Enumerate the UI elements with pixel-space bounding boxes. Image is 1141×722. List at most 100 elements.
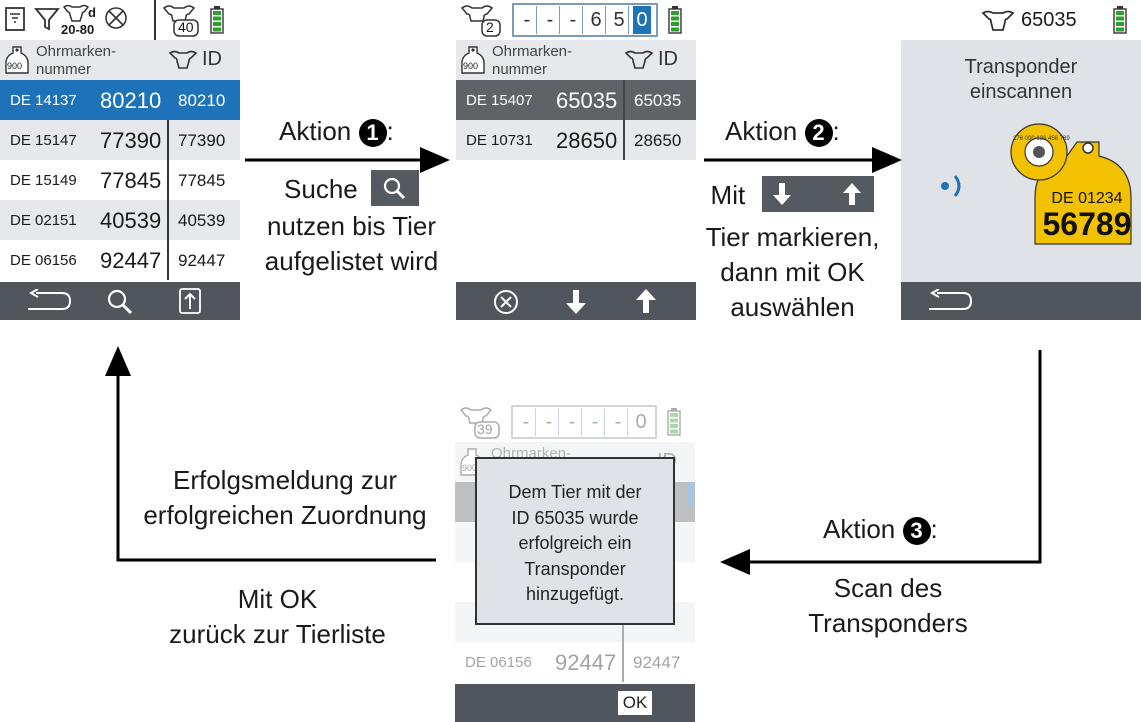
button-tag-numbers: 276 000 123 456 789	[1013, 136, 1070, 142]
digit-slot: -	[564, 6, 583, 34]
battery-icon	[668, 6, 682, 34]
row-id: 92447	[633, 653, 681, 672]
row-prefix: DE 15147	[10, 132, 77, 149]
filter-range-label: 20-80	[61, 22, 95, 37]
cow-head-icon	[981, 10, 1015, 31]
status-divider	[154, 0, 156, 40]
scan-panel: Transponder einscannen 276 000 123 456 7…	[901, 40, 1141, 282]
tag-prefix: DE 01234	[1051, 190, 1123, 207]
dialog-line: hinzugefügt.	[525, 584, 625, 604]
action1-line1: Suche	[244, 170, 459, 209]
action1-text1: Suche	[284, 174, 358, 204]
row-id: 65035	[634, 91, 682, 110]
success-line2: erfolgreichen Zuordnung	[143, 500, 427, 530]
battery-icon	[210, 6, 224, 34]
action3-desc: Scan des Transponders	[788, 571, 988, 641]
digit-slot: 0	[635, 411, 647, 433]
status-bar: 65035	[901, 0, 1141, 40]
upload-icon[interactable]	[178, 287, 202, 315]
table-row[interactable]: DE 02151 40539 40539	[0, 200, 240, 240]
action1-desc: Suche nutzen bis Tier aufgelistet wird	[244, 170, 459, 279]
action3-line1: Scan des	[833, 573, 943, 603]
herd-count: 39	[477, 421, 493, 437]
ear-tag-icon	[461, 46, 485, 74]
digit-slot: -	[563, 408, 582, 436]
search-icon[interactable]	[106, 288, 134, 316]
back-icon[interactable]	[28, 289, 72, 313]
column-label-line2: nummer	[36, 61, 92, 78]
search-digit-field[interactable]: - - - 6 5 0	[512, 3, 658, 37]
screen-animal-list: d 20-80 40 900 Ohrmarken- nummer ID	[0, 0, 240, 320]
action1-line2: nutzen bis Tier	[266, 211, 437, 242]
arrow-keys	[762, 176, 875, 213]
digit-slot-active: 0	[633, 6, 651, 34]
column-id-label: ID	[202, 48, 222, 70]
row-prefix: DE 15407	[466, 92, 533, 109]
step-badge-3: 3	[902, 517, 931, 546]
ok-button[interactable]: OK	[618, 691, 652, 715]
row-number: 92447	[100, 248, 162, 273]
action2-line3: dann mit OK	[720, 257, 865, 287]
action1-heading: Aktion 1:	[279, 114, 394, 149]
action2-line2: Tier markieren,	[705, 222, 880, 252]
table-row: DE 06156 92447 92447	[455, 642, 695, 682]
action3-colon: :	[930, 514, 938, 544]
bottom-toolbar	[0, 282, 240, 320]
digit-slot: -	[540, 408, 559, 436]
digit-slot: -	[518, 6, 537, 34]
row-prefix: DE 02151	[10, 212, 77, 229]
action2-colon: :	[832, 116, 840, 146]
dialog-line: erfolgreich ein	[518, 533, 632, 553]
bottom-toolbar	[901, 282, 1141, 320]
scrollbar	[688, 482, 693, 506]
cancel-icon[interactable]	[492, 288, 520, 316]
digit-slot: 5	[610, 6, 629, 34]
step-badge-2: 2	[804, 119, 833, 148]
menu-icon[interactable]	[4, 6, 26, 32]
action2-desc: Mit Tier markieren, dann mit OK auswähle…	[690, 176, 895, 325]
table-row[interactable]: DE 15407 65035 65035	[456, 80, 696, 120]
table-row[interactable]: DE 15147 77390 77390	[0, 120, 240, 160]
row-prefix: DE 14137	[10, 92, 77, 109]
column-divider	[167, 120, 169, 280]
status-bar: 2 - - - 6 5 0	[456, 0, 696, 40]
arrow-up-icon[interactable]	[634, 287, 658, 315]
digit-slot: -	[517, 408, 536, 436]
table-row[interactable]: DE 10731 28650 28650	[456, 120, 696, 160]
scrollbar[interactable]	[233, 80, 238, 104]
action1-line3: aufgelistet wird	[264, 246, 439, 277]
action2-text1: Mit	[710, 180, 746, 210]
arrow-action3	[720, 350, 1042, 575]
row-id: 80210	[178, 91, 226, 110]
search-digit-field: - - - - - 0	[511, 405, 657, 439]
column-id-label: ID	[658, 48, 678, 70]
list-header: 900 Ohrmarken- nummer ID	[0, 40, 240, 80]
action3-heading: Aktion 3:	[823, 512, 938, 547]
arrow-down-icon[interactable]	[564, 288, 588, 316]
success-desc: Erfolgsmeldung zur erfolgreichen Zuordnu…	[120, 463, 450, 533]
table-row[interactable]: DE 06156 92447 92447	[0, 240, 240, 280]
row-id: 77845	[178, 171, 226, 190]
arrow-back-to-list	[105, 346, 436, 562]
arrow-down-icon	[773, 183, 792, 206]
row-prefix: DE 06156	[10, 252, 77, 269]
action2-label: Aktion	[725, 116, 798, 146]
row-number: 77390	[100, 128, 162, 153]
table-row[interactable]: DE 15149 77845 77845	[0, 160, 240, 200]
row-prefix: DE 10731	[466, 132, 533, 149]
filter-icon[interactable]	[34, 6, 60, 32]
scan-title-line2: einscannen	[969, 81, 1073, 103]
herd-count: 2	[486, 19, 494, 35]
digit-slot: 6	[587, 6, 606, 34]
digit-slot: -	[586, 408, 605, 436]
table-row[interactable]: DE 14137 80210 80210	[0, 80, 240, 120]
ear-tag-icon	[5, 46, 29, 74]
dialog-line: Dem Tier mit der	[508, 482, 642, 502]
dialog-line: ID 65035 wurde	[511, 507, 639, 528]
back-icon[interactable]	[929, 289, 973, 313]
success-line1: Erfolgsmeldung zur	[173, 465, 397, 495]
action1-colon: :	[386, 116, 394, 146]
row-id: 40539	[178, 211, 226, 230]
tag-number: 900	[7, 61, 23, 71]
